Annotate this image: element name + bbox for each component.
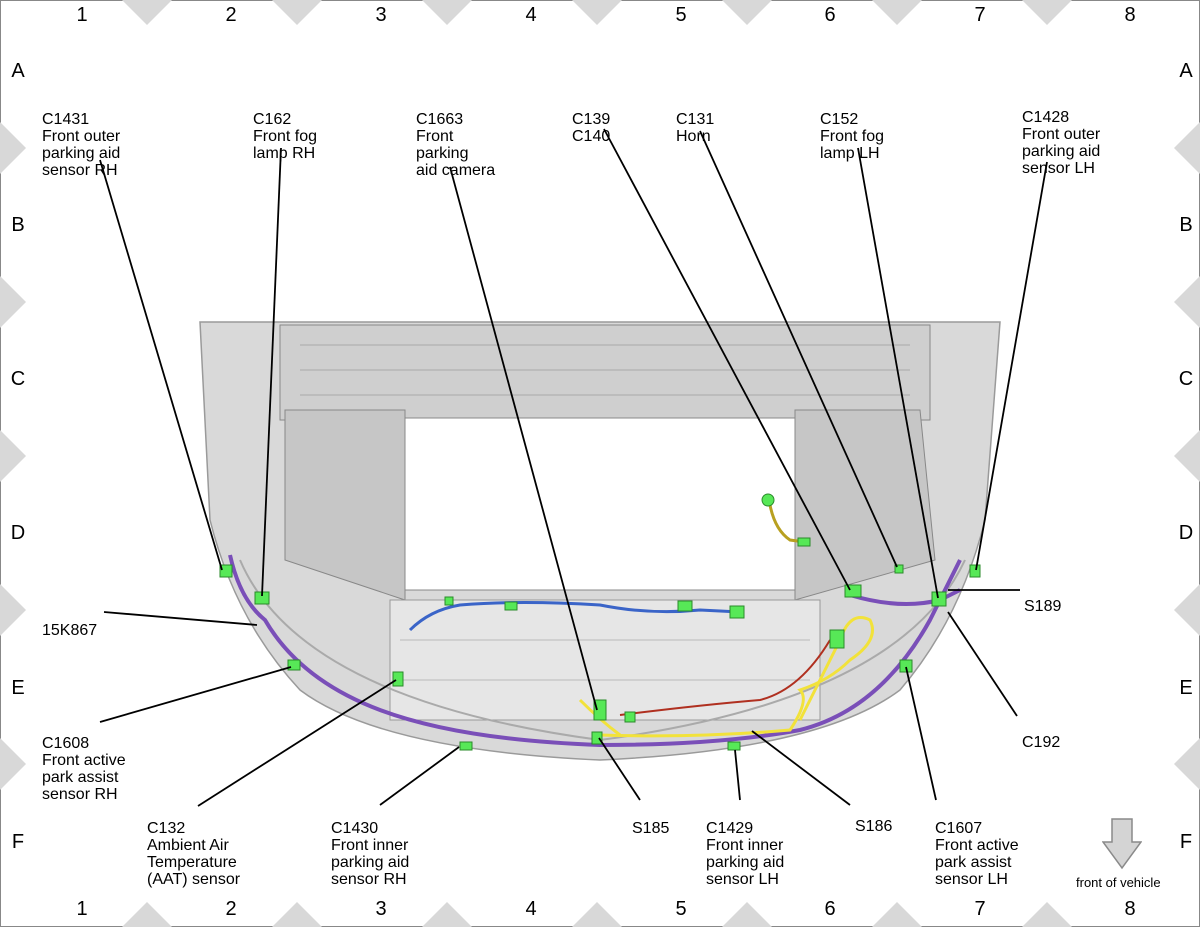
row-label-a-right: A <box>1179 60 1193 82</box>
label-code: S189 <box>1024 598 1062 615</box>
blue-harness <box>408 601 741 632</box>
label-desc: Front active park assist sensor LH <box>935 837 1019 888</box>
label-code: C1608 <box>42 735 90 752</box>
col-label-6: 6 <box>824 4 836 26</box>
row-label-c: C <box>10 368 26 390</box>
col-label-5: 5 <box>675 4 687 26</box>
col-label-4: 4 <box>525 4 537 26</box>
row-label-e-right: E <box>1179 677 1193 699</box>
label-desc: Front outer parking aid sensor RH <box>42 128 121 179</box>
row-label-d-right: D <box>1178 522 1194 544</box>
arrow-down-icon <box>1102 818 1142 870</box>
row-label-b: B <box>11 214 25 236</box>
row-label-d: D <box>10 522 26 544</box>
row-label-f-right: F <box>1179 831 1193 853</box>
label-code: C192 <box>1022 734 1061 751</box>
label-15k867: 15K867 <box>42 605 97 656</box>
col-label-4-bottom: 4 <box>525 898 537 920</box>
main-harness <box>228 554 962 748</box>
label-code: C1428 <box>1022 109 1070 126</box>
col-label-7: 7 <box>974 4 986 26</box>
red-wire <box>619 639 831 716</box>
label-desc: Front outer parking aid sensor LH <box>1022 126 1101 177</box>
label-s186: S186 <box>855 801 892 852</box>
label-desc: Front inner parking aid sensor LH <box>706 837 785 888</box>
row-label-c-right: C <box>1178 368 1194 390</box>
label-desc: Front fog lamp LH <box>820 128 885 162</box>
label-code: C131 <box>676 111 715 128</box>
col-label-6-bottom: 6 <box>824 898 836 920</box>
ground-cable <box>768 504 806 544</box>
row-label-f: F <box>11 831 25 853</box>
col-label-1: 1 <box>76 4 88 26</box>
label-desc: Ambient Air Temperature (AAT) sensor <box>147 837 241 888</box>
col-label-2-bottom: 2 <box>225 898 237 920</box>
label-code: C139 <box>572 111 611 128</box>
label-s185: S185 <box>632 803 669 854</box>
label-code: C1430 <box>331 820 379 837</box>
label-code: C162 <box>253 111 292 128</box>
row-label-b-right: B <box>1179 214 1193 236</box>
col-label-5-bottom: 5 <box>675 898 687 920</box>
col-label-8: 8 <box>1124 4 1136 26</box>
col-label-3: 3 <box>375 4 387 26</box>
col-label-7-bottom: 7 <box>974 898 986 920</box>
row-label-a: A <box>11 60 25 82</box>
lower-crossmember <box>389 599 821 721</box>
label-desc: Front parking aid camera <box>416 128 496 179</box>
front-of-vehicle-label: front of vehicle <box>1076 875 1161 890</box>
label-code: 15K867 <box>42 622 98 639</box>
col-label-2: 2 <box>225 4 237 26</box>
col-label-8-bottom: 8 <box>1124 898 1136 920</box>
label-s189: S189 <box>1024 581 1061 632</box>
label-code: C1429 <box>706 820 754 837</box>
radiator-opening <box>404 417 796 591</box>
col-label-1-bottom: 1 <box>76 898 88 920</box>
label-desc: C140 <box>572 128 611 145</box>
label-code: C132 <box>147 820 186 837</box>
upper-crossmember <box>279 324 931 421</box>
label-code: C1663 <box>416 111 464 128</box>
label-desc: Front active park assist sensor RH <box>42 752 126 803</box>
label-code: C1607 <box>935 820 983 837</box>
label-c192: C192 <box>1022 717 1060 768</box>
label-desc: Front inner parking aid sensor RH <box>331 837 410 888</box>
label-code: C152 <box>820 111 859 128</box>
label-desc: Horn <box>676 128 711 145</box>
label-code: C1431 <box>42 111 90 128</box>
col-label-3-bottom: 3 <box>375 898 387 920</box>
row-label-e: E <box>11 677 25 699</box>
leader-lines <box>99 128 1048 807</box>
label-desc: Front fog lamp RH <box>253 128 318 162</box>
connectors <box>219 537 981 751</box>
label-code: S186 <box>855 818 893 835</box>
label-code: S185 <box>632 820 670 837</box>
